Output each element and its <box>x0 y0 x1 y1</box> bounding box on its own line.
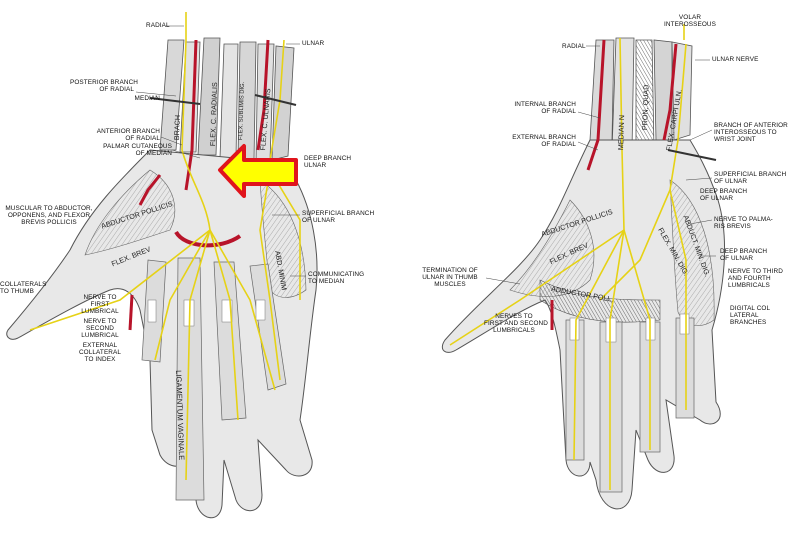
label-digital-collateral: DIGITAL COL LATERAL BRANCHES <box>730 305 771 327</box>
right-nerves <box>449 24 687 490</box>
leader-lines <box>135 25 716 285</box>
label-deep-branch-ulnar-right: DEEP BRANCH OF ULNAR <box>700 188 748 203</box>
label-nerves-first-second: NERVES TO FIRST AND SECOND LUMBRICALS <box>484 313 548 335</box>
label-termination-ulnar: TERMINATION OF ULNAR IN THUMB MUSCLES <box>422 267 478 289</box>
label-collaterals-to-thumb: COLLATERALS TO THUMB <box>0 281 47 296</box>
label-muscular-to-abductor: MUSCULAR TO ABDUCTOR, OPPONENS, AND FLEX… <box>5 205 93 227</box>
struct-pron-quad: PRON. QUAD <box>640 84 651 131</box>
label-nerve-second-lumbrical: NERVE TO SECOND LUMBRICAL <box>81 318 119 340</box>
left-hypothenar-muscles <box>259 179 307 298</box>
label-deep-branch-ulnar: DEEP BRANCH ULNAR <box>304 155 352 170</box>
label-external-branch-radial: EXTERNAL BRANCH OF RADIAL <box>512 134 576 149</box>
label-median: MEDIAN <box>134 95 160 102</box>
left-palmar-arch <box>174 230 242 248</box>
left-hand-figure <box>6 12 318 518</box>
left-nerves <box>29 12 301 481</box>
label-anterior-branch-radial: ANTERIOR BRANCH OF RADIAL <box>96 128 160 143</box>
label-radial-right: RADIAL <box>562 43 586 50</box>
label-nerve-first-lumbrical: NERVE TO FIRST LUMBRICAL <box>81 294 119 316</box>
label-ulnar: ULNAR <box>302 40 325 47</box>
struct-median-n: MEDIAN N <box>616 114 627 151</box>
label-branch-anterior-interosseous: BRANCH OF ANTERIOR INTEROSSEOUS TO WRIST… <box>714 122 788 144</box>
label-internal-branch-radial: INTERNAL BRANCH OF RADIAL <box>514 101 576 116</box>
label-ulnar-nerve: ULNAR NERVE <box>712 56 759 63</box>
right-hand-figure <box>441 24 725 510</box>
label-superficial-branch-ulnar-right: SUPERFICIAL BRANCH OF ULNAR <box>714 171 787 186</box>
label-superficial-branch-ulnar: SUPERFICIAL BRANCH OF ULNAR <box>302 210 375 225</box>
struct-brach: BRACH <box>172 114 182 141</box>
label-palmar-cutaneous-median: PALMAR CUTANEOUS OF MEDIAN <box>103 143 172 158</box>
right-adductor <box>539 279 661 323</box>
label-nerve-palmaris-brevis: NERVE TO PALMA- RIS BREVIS <box>714 216 773 231</box>
right-arteries <box>550 39 678 330</box>
highlight-arrow <box>218 144 298 198</box>
label-posterior-branch-radial: POSTERIOR BRANCH OF RADIAL <box>70 79 138 94</box>
label-volar-interosseous: VOLAR INTEROSSEOUS <box>664 14 716 29</box>
label-radial: RADIAL <box>146 22 170 29</box>
left-thenar-muscles <box>84 169 176 256</box>
left-arteries <box>128 39 270 331</box>
right-hypothenar-muscles <box>669 179 715 326</box>
left-finger-sheaths <box>141 257 287 501</box>
label-communicating-to-median: COMMUNICATING TO MEDIAN <box>308 271 365 286</box>
label-deep-branch-ulnar-right-2: DEEP BRANCH OF ULNAR <box>720 248 768 263</box>
label-external-collateral-index: EXTERNAL COLLATERAL TO INDEX <box>78 342 122 364</box>
label-nerve-third-fourth: NERVE TO THIRD AND FOURTH LUMBRICALS <box>728 268 783 290</box>
